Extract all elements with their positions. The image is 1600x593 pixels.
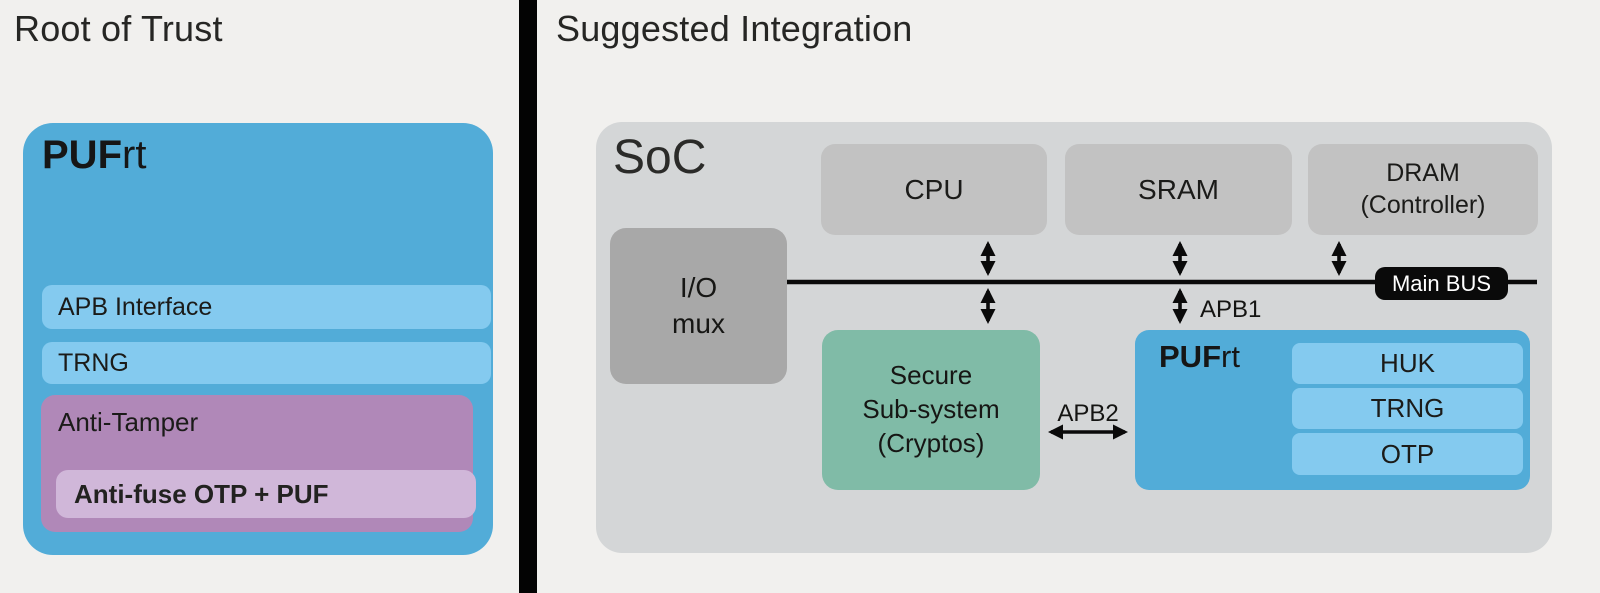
pufrt-block-title: PUFrt [42,133,146,178]
pufrt-root-of-trust-block: PUFrt APB Interface TRNG Anti-Tamper Ant… [23,123,493,555]
secure-subsystem-line3: (Cryptos) [877,427,985,458]
cpu-block: CPU [821,144,1047,235]
anti-fuse-otp-puf-block: Anti-fuse OTP + PUF [56,470,476,518]
pufrt-small-title-bold: PUF [1159,339,1221,374]
trng-module: TRNG [42,342,491,384]
pufrt-small-title-rest: rt [1221,339,1240,374]
soc-label: SoC [613,131,707,184]
pufrt-title-bold: PUF [42,133,122,177]
left-panel-title: Root of Trust [14,8,223,49]
secure-subsystem-line1: Secure [889,360,973,391]
apb2-label: APB2 [1057,400,1119,427]
soc-block: SoC CPU SRAM DRAM (Controller) I/O mux S… [596,122,1552,553]
dram-label-line2: (Controller) [1360,190,1486,219]
pufrt-title-rest: rt [122,133,147,177]
dram-controller-block: DRAM (Controller) [1308,144,1538,235]
io-mux-label-line2: mux [672,308,725,339]
panel-divider [519,0,537,593]
dram-label-line1: DRAM [1386,159,1460,188]
huk-module: HUK [1292,343,1523,384]
io-mux-label-line1: I/O [679,271,718,303]
trng-integration-module: TRNG [1292,388,1523,429]
secure-subsystem-block: Secure Sub-system (Cryptos) [822,330,1040,490]
main-bus-badge: Main BUS [1375,267,1508,300]
anti-tamper-label: Anti-Tamper [58,407,199,437]
secure-subsystem-line2: Sub-system [862,394,1000,425]
pufrt-integration-block: PUFrt HUK TRNG OTP [1135,330,1530,490]
anti-tamper-block: Anti-Tamper Anti-fuse OTP + PUF [41,395,476,532]
otp-module: OTP [1292,433,1523,475]
right-panel-title: Suggested Integration [556,8,913,49]
io-mux-block: I/O mux [610,228,787,384]
apb1-label: APB1 [1200,296,1262,323]
apb-interface-module: APB Interface [42,285,491,329]
pufrt-small-title: PUFrt [1159,339,1240,375]
sram-block: SRAM [1065,144,1292,235]
